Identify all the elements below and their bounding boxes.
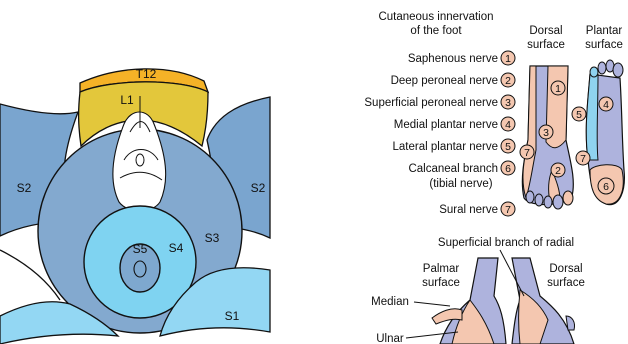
foot-title-line-1: Cutaneous innervation: [378, 11, 493, 23]
badge-7: 7: [505, 204, 511, 216]
plantar-lateral-area: [586, 74, 598, 160]
nerve-saphenous: Saphenous nerve: [408, 53, 498, 65]
label-l1: L1: [120, 93, 134, 107]
label-t12: T12: [136, 67, 157, 81]
foot-title-line-2: of the foot: [410, 25, 462, 37]
plantar-surface-line-2: surface: [585, 39, 623, 51]
dorsal-num-7: 7: [524, 147, 530, 159]
label-s5: S5: [133, 242, 148, 256]
label-s1: S1: [225, 309, 240, 323]
plantar-num-5: 5: [576, 109, 582, 121]
label-s2-left: S2: [17, 181, 32, 195]
dorsal-hand-line-1: Dorsal: [549, 263, 582, 275]
plantar-num-6: 6: [603, 181, 609, 193]
badge-3: 3: [505, 97, 511, 109]
label-s4: S4: [169, 241, 184, 255]
dorsal-hand-line-2: surface: [547, 277, 585, 289]
badge-2: 2: [505, 75, 511, 87]
nerve-superficial-peroneal: Superficial peroneal nerve: [364, 97, 498, 109]
dorsal-num-3: 3: [543, 127, 549, 139]
nerve-number-badges: 1 2 3 4 5 6 7: [501, 51, 515, 216]
label-s3: S3: [205, 231, 220, 245]
dorsal-foot-drawing: 1 3 7 2: [520, 66, 573, 209]
hand-diagram: Superficial branch of radial Palmar surf…: [371, 237, 585, 344]
badge-1: 1: [505, 53, 511, 65]
dorsal-surface-line-1: Dorsal: [529, 25, 562, 37]
perineum-diagram: T12 L1 S2 S2 S3 S4 S5 S1: [0, 67, 270, 344]
nerve-medial-plantar: Medial plantar nerve: [394, 119, 498, 131]
badge-4: 4: [505, 119, 511, 131]
plantar-toes: [590, 60, 623, 77]
palmar-surface-line-1: Palmar: [423, 263, 460, 275]
nerve-calcaneal: Calcaneal branch: [408, 163, 498, 175]
plantar-num-4: 4: [603, 99, 609, 111]
palmar-surface-line-2: surface: [422, 277, 460, 289]
dorsal-num-2: 2: [555, 165, 561, 177]
badge-6: 6: [505, 163, 511, 175]
nerve-sural: Sural nerve: [439, 204, 498, 216]
plantar-surface-line-1: Plantar: [586, 25, 623, 37]
plantar-foot-drawing: 6 4 5 7: [572, 60, 624, 205]
label-median: Median: [371, 296, 409, 308]
dorsal-num-1: 1: [555, 83, 561, 95]
dorsal-little-finger: [566, 316, 575, 330]
label-ulnar: Ulnar: [376, 333, 404, 344]
median-pointer: [414, 302, 450, 306]
nerve-lateral-plantar: Lateral plantar nerve: [393, 141, 498, 153]
plantar-num-7: 7: [580, 153, 586, 165]
label-superficial-radial: Superficial branch of radial: [438, 237, 574, 249]
genital-region: [113, 112, 166, 211]
badge-5: 5: [505, 141, 511, 153]
dorsal-surface-line-2: surface: [527, 39, 565, 51]
nerve-deep-peroneal: Deep peroneal nerve: [391, 75, 498, 87]
nerve-calcaneal-extra: (tibial nerve): [429, 178, 492, 190]
label-s2-right: S2: [251, 181, 266, 195]
